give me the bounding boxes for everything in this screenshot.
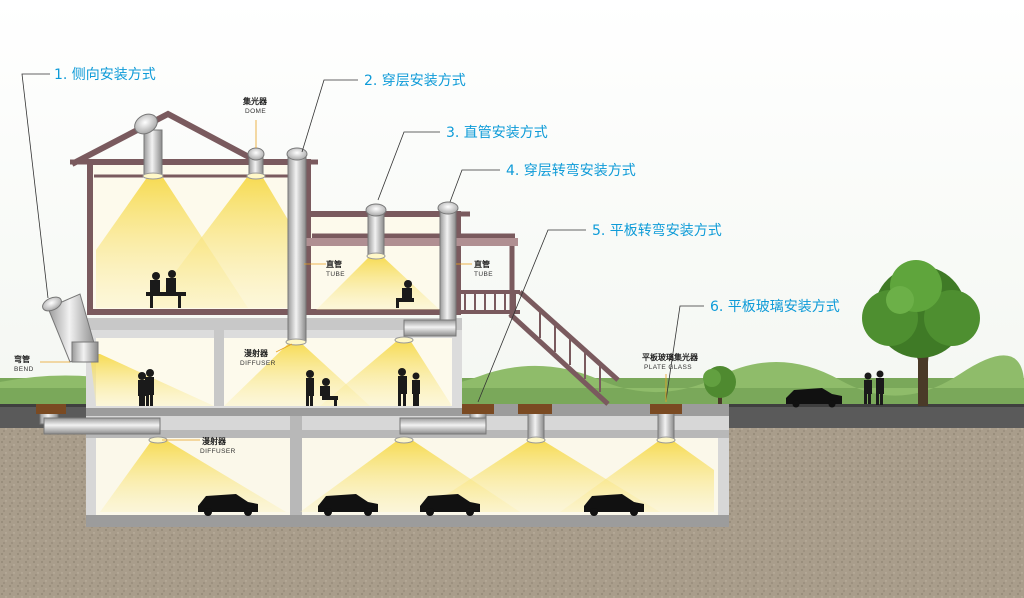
component-labels: 集光器 DOME 直管 TUBE 直管 TUBE 弯管 BEND 漫射器 DIF…	[14, 96, 699, 455]
roof-bend-tube	[134, 113, 164, 180]
trees	[703, 260, 980, 406]
callout-titles: 1. 侧向安装方式 2. 穿层安装方式 3. 直管安装方式 4. 穿层转弯安装方…	[54, 67, 840, 315]
plate-glass-collectors	[36, 404, 682, 414]
callout-through-floor-install: 2. 穿层安装方式	[364, 73, 466, 89]
diffuser-label-2-en: DIFFUSER	[200, 448, 236, 455]
person-seated-icon	[320, 378, 338, 406]
tree-icon	[703, 366, 736, 404]
leader-lines	[21, 73, 704, 441]
person-icon	[138, 372, 146, 406]
callout-plate-bend-install: 5. 平板转弯安装方式	[592, 222, 722, 239]
person-icon	[145, 369, 154, 406]
diffuser-label-2-cn: 漫射器	[202, 436, 227, 446]
pedestrian-icon	[864, 372, 872, 404]
plate-tube-middle	[526, 405, 546, 444]
dome-tube	[246, 147, 266, 180]
dome-label-cn: 集光器	[242, 96, 268, 106]
garage-bend-tube-left	[39, 405, 168, 444]
people-at-table-icon	[146, 270, 186, 308]
plate-glass-label-en: PLATE GLASS	[644, 364, 692, 371]
bend-label-cn: 弯管	[14, 354, 30, 364]
person-icon	[412, 372, 420, 406]
balcony-stairs	[458, 246, 620, 406]
callout-through-floor-bend-install: 4. 穿层转弯安装方式	[506, 162, 636, 179]
callout-straight-install: 3. 直管安装方式	[446, 124, 548, 141]
bend-label-en: BEND	[14, 366, 34, 373]
side-bend-tube	[42, 293, 99, 363]
tube-label-en: TUBE	[326, 271, 345, 278]
car-icon	[318, 494, 378, 516]
tube-label-2-en: TUBE	[474, 271, 493, 278]
diffuser-label-cn: 漫射器	[244, 348, 269, 358]
through-floor-tube	[285, 147, 308, 346]
callout-side-install: 1. 侧向安装方式	[54, 67, 156, 83]
car-icon	[786, 388, 842, 408]
tube-label-cn: 直管	[326, 259, 342, 269]
dome-label-en: DOME	[245, 108, 266, 115]
tubes	[39, 113, 676, 444]
car-icon	[198, 494, 258, 516]
cars	[198, 388, 842, 516]
plate-glass-label-cn: 平板玻璃集光器	[642, 352, 699, 362]
people	[138, 270, 884, 406]
callout-plate-glass-install: 6. 平板玻璃安装方式	[710, 298, 840, 315]
pedestrian-icon	[876, 370, 884, 405]
person-icon	[398, 368, 407, 406]
light-cones	[90, 176, 714, 512]
through-floor-bend-tube	[394, 201, 459, 344]
straight-tube	[365, 203, 387, 260]
person-icon	[306, 370, 314, 406]
person-reading-icon	[396, 280, 414, 308]
car-icon	[420, 494, 480, 516]
tree-icon	[862, 260, 980, 406]
car-icon	[584, 494, 644, 516]
tube-label-2-cn: 直管	[474, 259, 490, 269]
diffuser-label-en: DIFFUSER	[240, 360, 276, 367]
